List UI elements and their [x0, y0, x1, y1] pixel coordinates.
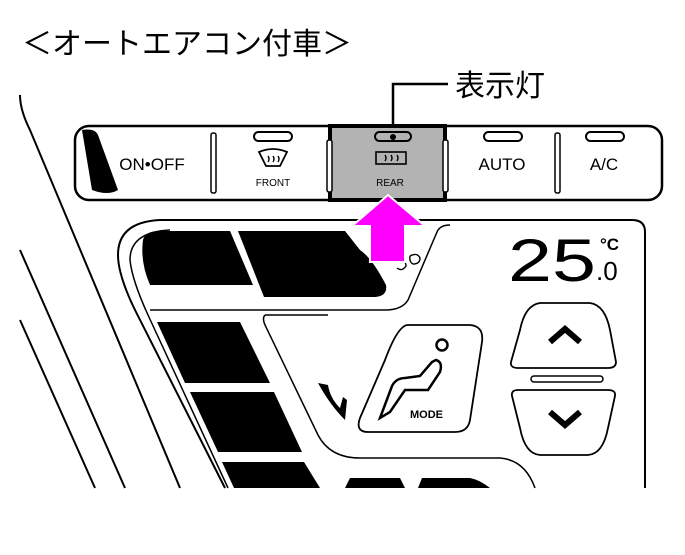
seat-person-icon	[377, 338, 449, 421]
rear-defogger-button[interactable]: REAR	[326, 124, 449, 202]
auto-label: AUTO	[479, 155, 526, 174]
divider	[554, 132, 561, 194]
temperature-display: 25 .0 °C	[508, 227, 619, 294]
ac-button[interactable]: A/C	[585, 131, 625, 174]
airflow-segment	[190, 392, 302, 452]
front-defroster-icon	[257, 148, 289, 167]
temp-divider	[530, 375, 604, 383]
front-defroster-button[interactable]: FRONT	[253, 131, 293, 189]
airflow-segment	[222, 462, 320, 488]
magenta-pointer-arrow	[349, 193, 428, 263]
temp-up-button[interactable]	[509, 302, 617, 369]
rear-defogger-icon	[375, 151, 407, 165]
temperature-decimal: .0	[596, 256, 618, 286]
auto-button[interactable]: AUTO	[479, 131, 526, 174]
indicator-callout-label: 表示灯	[455, 70, 545, 103]
indicator-light	[585, 131, 625, 142]
dash-edge-line	[19, 94, 181, 489]
on-off-label: ON•OFF	[119, 155, 184, 174]
airflow-segment	[238, 231, 387, 297]
temp-down-button[interactable]	[510, 389, 617, 456]
lower-panel	[116, 219, 646, 489]
strip-shadow	[82, 129, 118, 193]
mode-button[interactable]: MODE	[357, 324, 484, 433]
divider	[210, 132, 217, 194]
ac-label: A/C	[590, 155, 618, 174]
airflow-segment	[142, 231, 253, 285]
dash-edge-line	[19, 319, 96, 489]
dash-edge-line	[19, 249, 126, 489]
temperature-value: 25	[508, 227, 596, 294]
indicator-light	[253, 131, 293, 142]
chevron-up-icon	[548, 325, 582, 345]
diagram-title: ＜オートエアコン付車＞	[22, 28, 352, 61]
indicator-light	[483, 131, 523, 142]
front-label: FRONT	[256, 178, 290, 189]
airflow-segment	[157, 322, 270, 383]
airflow-segment	[345, 478, 490, 488]
mode-label: MODE	[410, 409, 443, 421]
temperature-unit: °C	[600, 235, 619, 254]
on-off-button[interactable]: ON•OFF	[119, 155, 184, 174]
rear-label: REAR	[376, 178, 404, 189]
airflow-direction-icon	[318, 383, 347, 420]
chevron-down-icon	[548, 409, 582, 429]
callout-leader-line	[391, 82, 448, 137]
